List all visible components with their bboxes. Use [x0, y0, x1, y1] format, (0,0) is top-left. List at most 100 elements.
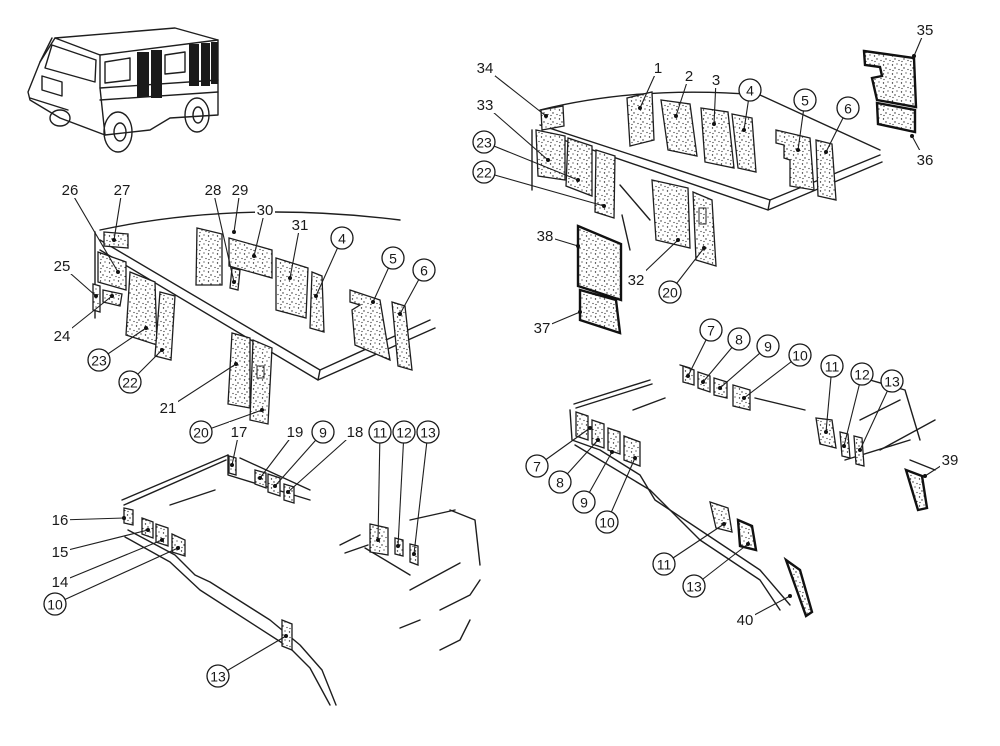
panel-40[interactable]: [783, 556, 814, 618]
part-label-25[interactable]: 25: [52, 256, 98, 298]
part-label-5[interactable]: 5: [793, 88, 817, 152]
part-label-11[interactable]: 11: [652, 522, 726, 576]
part-label-32[interactable]: 32: [626, 238, 680, 289]
panel-7-right-b[interactable]: [575, 411, 589, 441]
panel-32[interactable]: [651, 179, 691, 249]
part-label-8[interactable]: 8: [548, 438, 600, 494]
part-label-30[interactable]: 30: [252, 200, 275, 258]
part-label-9[interactable]: 9: [273, 420, 335, 488]
panel-22[interactable]: [154, 291, 176, 361]
part-label-27[interactable]: 27: [112, 180, 132, 242]
part-label-12[interactable]: 12: [392, 420, 416, 548]
part-number: 19: [287, 424, 304, 441]
part-label-20[interactable]: 20: [658, 246, 706, 304]
panel-22-right[interactable]: [594, 149, 616, 219]
part-label-9[interactable]: 9: [718, 334, 780, 390]
panel-39[interactable]: [904, 468, 929, 512]
panel-36[interactable]: [875, 101, 917, 134]
panel-10-left[interactable]: [171, 532, 186, 557]
part-label-6[interactable]: 6: [398, 258, 436, 316]
panel-3[interactable]: [700, 107, 735, 169]
part-label-16[interactable]: 16: [50, 510, 126, 529]
panel-10-right-a[interactable]: [732, 384, 751, 411]
part-label-33[interactable]: 33: [475, 95, 550, 162]
panel-6-left[interactable]: [391, 301, 413, 371]
panel-35[interactable]: [862, 49, 918, 109]
panel-20-left[interactable]: [249, 339, 273, 425]
panel-23-right[interactable]: [565, 137, 593, 197]
part-label-7[interactable]: 7: [525, 426, 592, 478]
part-label-26[interactable]: 26: [60, 180, 120, 274]
part-label-6[interactable]: 6: [824, 96, 860, 154]
part-label-40[interactable]: 40: [735, 594, 792, 629]
part-label-22[interactable]: 22: [118, 348, 164, 394]
part-label-1[interactable]: 1: [638, 58, 668, 110]
part-label-5[interactable]: 5: [371, 246, 405, 304]
panel-31[interactable]: [275, 257, 309, 319]
part-label-28[interactable]: 28: [203, 180, 236, 284]
panel-30[interactable]: [228, 237, 273, 279]
part-label-23[interactable]: 23: [87, 326, 148, 372]
panel-33[interactable]: [535, 129, 566, 181]
part-label-8[interactable]: 8: [701, 327, 751, 384]
part-label-17[interactable]: 17: [229, 422, 249, 467]
part-label-39[interactable]: 39: [923, 450, 960, 478]
panel-11-right-b[interactable]: [709, 501, 733, 533]
part-label-20[interactable]: 20: [189, 408, 264, 444]
part-label-13[interactable]: 13: [412, 420, 440, 556]
part-label-3[interactable]: 3: [706, 70, 726, 126]
part-label-18[interactable]: 18: [286, 422, 365, 494]
panel-13-right-b[interactable]: [736, 518, 758, 552]
part-label-15[interactable]: 15: [50, 528, 150, 561]
panel-21[interactable]: [227, 332, 251, 409]
panel-15[interactable]: [141, 517, 154, 539]
part-label-34[interactable]: 34: [475, 58, 548, 118]
panel-10-right-b[interactable]: [623, 435, 641, 467]
panel-5-left[interactable]: [349, 289, 391, 362]
part-label-10[interactable]: 10: [43, 546, 180, 616]
panel-4-left[interactable]: [309, 271, 325, 333]
panel-38[interactable]: [576, 224, 623, 302]
part-label-36[interactable]: 36: [910, 134, 935, 169]
part-label-2[interactable]: 2: [674, 66, 699, 118]
panel-24[interactable]: [102, 289, 123, 307]
part-label-13[interactable]: 13: [682, 542, 750, 598]
part-label-4[interactable]: 4: [314, 226, 354, 298]
panel-34[interactable]: [540, 105, 565, 131]
panel-9-right-b[interactable]: [607, 427, 621, 455]
part-label-35[interactable]: 35: [912, 20, 935, 58]
panel-5-right[interactable]: [775, 129, 815, 191]
panel-20-right[interactable]: [692, 191, 717, 267]
panel-16[interactable]: [123, 507, 134, 526]
part-label-13[interactable]: 13: [858, 369, 904, 452]
panel-6-right[interactable]: [815, 139, 837, 201]
part-label-21[interactable]: 21: [158, 362, 238, 417]
panel-26[interactable]: [97, 251, 127, 291]
panel-4-right[interactable]: [731, 113, 757, 173]
part-label-11[interactable]: 11: [820, 354, 844, 434]
part-number: 28: [205, 182, 222, 199]
part-label-24[interactable]: 24: [52, 294, 114, 345]
part-label-10[interactable]: 10: [742, 343, 812, 400]
part-label-11[interactable]: 11: [368, 420, 392, 542]
part-label-7[interactable]: 7: [686, 318, 723, 378]
part-label-29[interactable]: 29: [230, 180, 250, 234]
part-label-9[interactable]: 9: [572, 450, 614, 514]
part-label-38[interactable]: 38: [535, 226, 580, 248]
part-label-31[interactable]: 31: [288, 215, 310, 280]
panel-23[interactable]: [125, 271, 158, 346]
part-label-13[interactable]: 13: [206, 634, 288, 688]
panel-14[interactable]: [155, 523, 169, 547]
panel-1[interactable]: [626, 91, 655, 147]
part-label-23[interactable]: 23: [472, 130, 580, 182]
part-label-19[interactable]: 19: [258, 422, 305, 480]
part-label-14[interactable]: 14: [50, 538, 164, 591]
part-label-22[interactable]: 22: [472, 160, 606, 208]
part-label-37[interactable]: 37: [532, 310, 582, 337]
panel-29[interactable]: [195, 227, 223, 286]
part-label-4[interactable]: 4: [738, 78, 762, 132]
panel-8-right-b[interactable]: [591, 419, 605, 449]
panel-25[interactable]: [92, 283, 101, 313]
part-label-12[interactable]: 12: [842, 362, 874, 448]
part-label-10[interactable]: 10: [595, 456, 637, 534]
